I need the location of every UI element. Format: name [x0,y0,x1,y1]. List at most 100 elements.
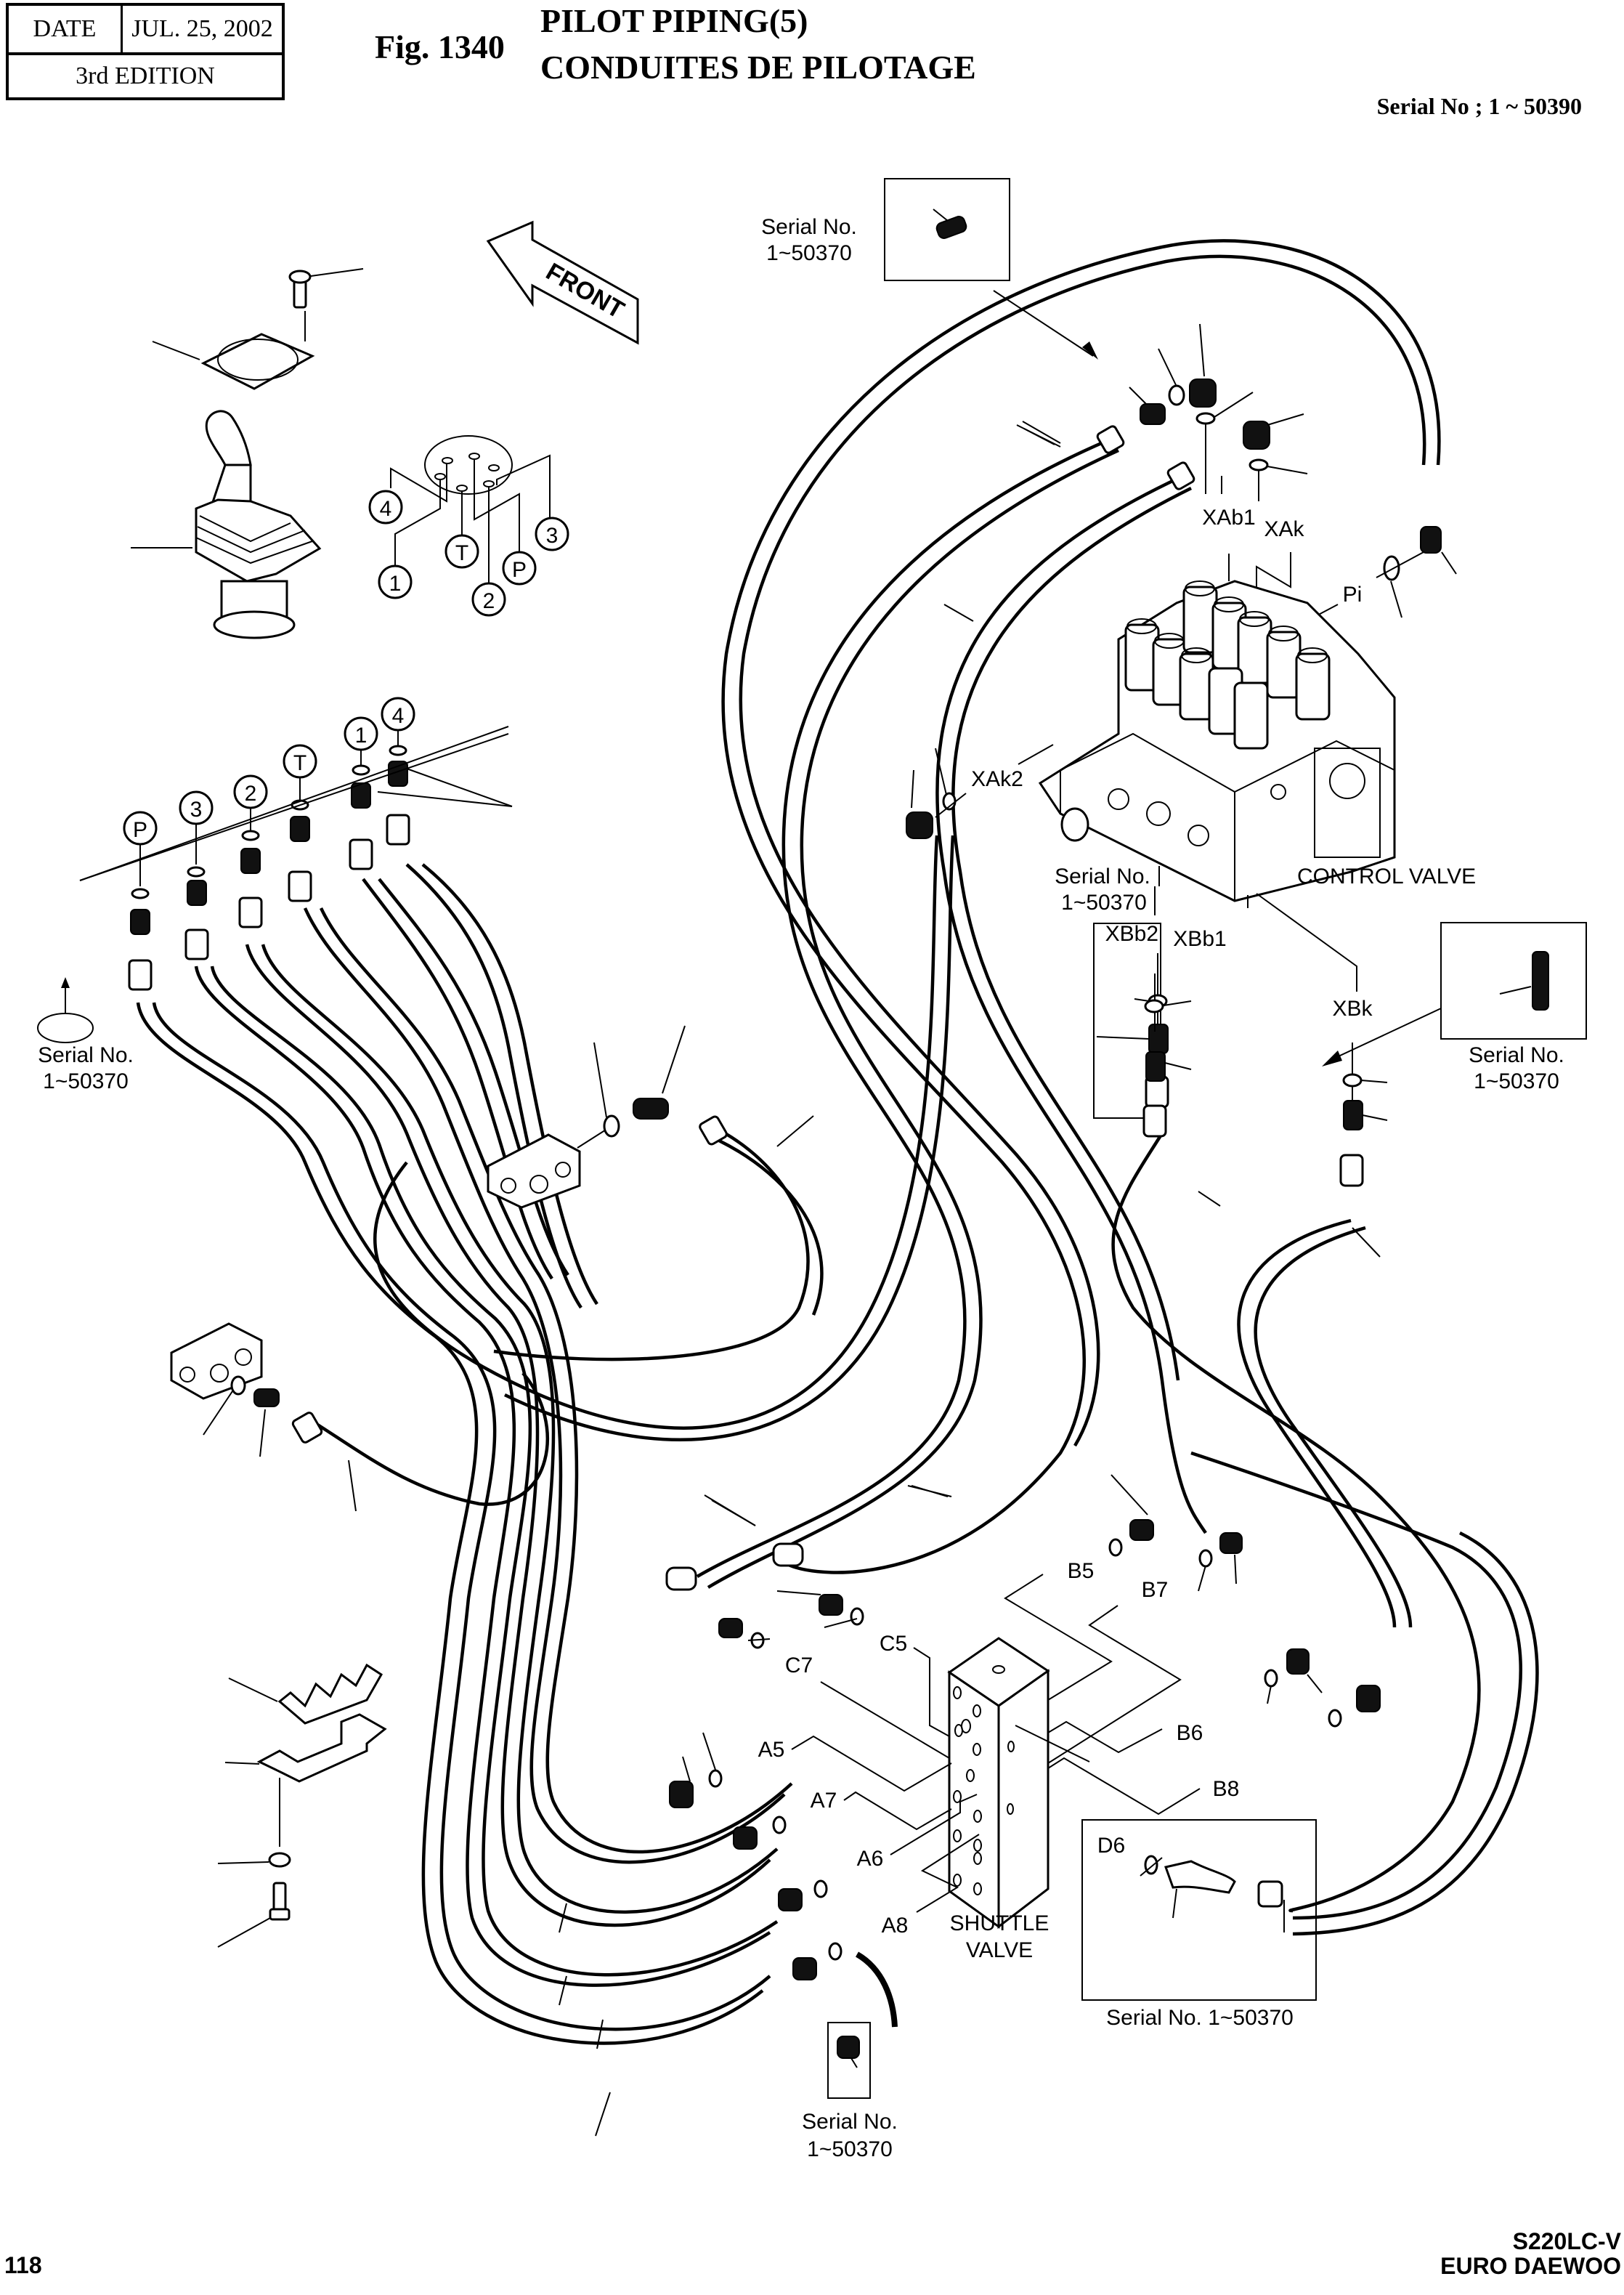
port-label-xab1: XAb1 [1202,506,1255,530]
port-label-b5: B5 [1068,1559,1095,1583]
elbow-fitting-icon [906,811,933,839]
adapter-fitting-icon [290,816,310,842]
svg-text:Serial No.: Serial No. [1469,1043,1564,1067]
lower-control-valve-fittings: XBb2 XBb1 XBk [1093,886,1388,1187]
junction-block-lower [170,1322,357,1512]
svg-text:Serial No.: Serial No. [38,1043,134,1067]
shuttle-valve-label-line1: SHUTTLE [950,1911,1049,1935]
callout-fitting-4: 4 [381,697,415,732]
control-valve-upper-fittings [1022,323,1457,618]
gasket-plate-icon [200,333,315,390]
date-value: JUL. 25, 2002 [131,15,273,42]
callout-joystick-3: 3 [535,517,569,551]
o-ring-icon [1342,1073,1363,1088]
hose-clamp-set [217,1663,387,1948]
edition-label: 3rd EDITION [76,62,215,89]
joystick-lever-icon [195,410,322,639]
page-title-english: PILOT PIPING(5) [540,2,808,39]
hose-bundle-left [136,863,793,2045]
hose-nut-icon [349,838,373,870]
port-label-b7: B7 [1142,1578,1169,1602]
adapter-fitting-icon [1129,1519,1154,1541]
hose-nut-icon [386,814,410,846]
shuttle-valve-icon [947,1637,1050,1930]
date-row: DATE JUL. 25, 2002 [9,6,282,55]
check-valve-icon [1532,951,1549,1011]
svg-text:2: 2 [483,589,495,613]
o-ring-icon [603,1114,620,1138]
junction-block-upper [487,1025,814,1209]
callout-fitting-2: 2 [233,774,268,809]
hose-nut-icon [128,959,153,991]
o-ring-icon [708,1769,723,1788]
model-line-2: EURO DAEWOO [1440,2253,1621,2279]
hose-nut-icon [1096,425,1125,454]
hose-nut-icon [1142,1104,1167,1138]
model-line-1: S220LC-V [1512,2228,1621,2254]
adapter-fitting-icon [1343,1100,1363,1130]
o-ring-icon [1264,1669,1278,1688]
adapter-fitting-icon [130,909,150,935]
model-name: S220LC-V EURO DAEWOO [1440,2229,1621,2278]
o-ring-icon [772,1816,787,1834]
front-direction-arrow: FRONT [486,220,639,345]
hose-nut-icon [699,1115,728,1146]
svg-text:1~50370: 1~50370 [1474,1069,1559,1093]
elbow-fitting-icon [1286,1648,1310,1675]
date-edition-box: DATE JUL. 25, 2002 3rd EDITION [6,3,285,100]
adapter-fitting-icon [1219,1532,1243,1554]
adapter-fitting-icon [1145,1051,1166,1082]
hose-nut-icon [291,1412,323,1444]
date-label: DATE [9,6,123,52]
serial-inset-top: Serial No. 1~50370 [761,178,1098,360]
port-label-xbb1: XBb1 [1173,927,1226,951]
port-label-xak: XAk [1264,517,1304,541]
svg-text:P: P [512,558,527,582]
port-label-a5: A5 [758,1738,785,1762]
port-label-c5: C5 [880,1632,907,1656]
elbow-fitting-icon [1164,1860,1236,1894]
port-label-b6: B6 [1177,1721,1203,1745]
joystick-port-diagram: 4 1 T 2 P 3 [368,435,569,617]
o-ring-icon [850,1607,864,1626]
svg-text:1: 1 [355,724,368,748]
port-label-xbk: XBk [1332,997,1373,1021]
svg-text:T: T [455,541,468,565]
adapter-fitting-icon [819,1594,843,1616]
svg-text:3: 3 [546,524,559,548]
svg-text:4: 4 [380,497,392,521]
washer-icon [268,1852,291,1868]
elbow-fitting-icon [665,1566,697,1591]
hose-nut-icon [1257,1880,1283,1908]
valve-spools [1124,580,1331,750]
serial-range: Serial No ; 1 ~ 50390 [1376,93,1582,119]
callout-joystick-P: P [502,551,537,586]
port-label-c7: C7 [785,1654,813,1677]
serial-note-left-oring: Serial No. 1~50370 [37,977,134,1093]
serial-note-control-valve: Serial No. 1~50370 [1055,865,1160,915]
o-ring-icon [1249,458,1269,471]
shuttle-valve-port-labels: B5 B7 C5 C7 B6 B8 A5 A7 A6 A8 D6 [758,1559,1240,1938]
port-label-a7: A7 [811,1789,837,1813]
elbow-fitting-icon [633,1098,669,1120]
adapter-fitting-icon [187,880,207,906]
svg-text:Serial No.: Serial No. [761,215,857,239]
callout-joystick-2: 2 [471,582,506,617]
joystick-assembly [131,268,364,639]
o-ring-icon [131,888,150,899]
o-ring-icon [1328,1709,1342,1728]
callout-fitting-1: 1 [344,716,378,751]
shuttle-valve-label-line2: VALVE [966,1938,1033,1962]
hose-mid-left [304,1124,824,1506]
callout-fitting-P: P [123,811,158,846]
hose-nut-icon [184,928,209,960]
adapter-fitting-icon [253,1388,280,1407]
svg-text:1: 1 [389,572,402,596]
elbow-fitting-icon [1420,526,1442,554]
port-label-xbb2: XBb2 [1105,922,1158,946]
svg-text:P: P [133,818,147,842]
svg-text:Serial No. 1~50370: Serial No. 1~50370 [1106,2006,1294,2030]
callout-fitting-3: 3 [179,790,214,825]
port-label-a8: A8 [882,1914,909,1938]
adapter-fitting-icon [1140,403,1166,425]
